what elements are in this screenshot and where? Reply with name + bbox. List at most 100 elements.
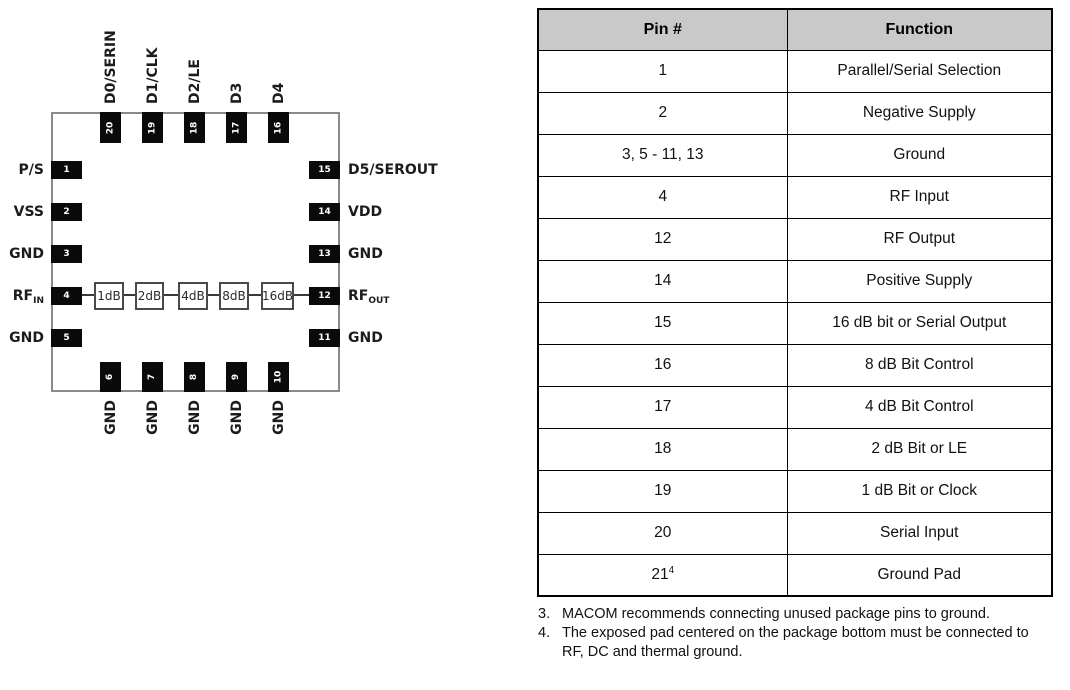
- pin-label-text: GND: [102, 400, 119, 435]
- pin-label-text: D2/LE: [186, 59, 203, 104]
- pin-16: 16: [268, 112, 289, 143]
- pin-number-cell: 14: [537, 259, 788, 303]
- pin-number-text: 14: [654, 272, 672, 289]
- column-header-function: Function: [786, 8, 1053, 51]
- pin-function-cell: RF Output: [786, 217, 1053, 261]
- pin-number-text: 17: [654, 398, 672, 415]
- pin-15: 15: [309, 161, 340, 179]
- pin-label-text: RF: [348, 288, 369, 304]
- pin-label-d5-serout: D5/SEROUT: [348, 161, 478, 179]
- pin-label-text: RF: [12, 288, 34, 304]
- pin-function-cell: 2 dB Bit or LE: [786, 427, 1053, 471]
- pin-7: 7: [142, 362, 163, 392]
- pin-13: 13: [309, 245, 340, 263]
- pin-label-text: VSS: [13, 204, 44, 220]
- pin-label-gnd: GND: [0, 329, 44, 347]
- pin-8: 8: [184, 362, 205, 392]
- pin-label-text: GND: [9, 330, 44, 346]
- footnote-text: MACOM recommends connecting unused packa…: [562, 606, 990, 622]
- table-row: 18 2 dB Bit or LE: [537, 427, 1053, 471]
- footnote-number: 3.: [538, 606, 551, 622]
- pin-number-cell: 16: [537, 343, 788, 387]
- pin-1: 1: [51, 161, 82, 179]
- pin-number: 12: [318, 291, 331, 301]
- pin-17: 17: [226, 112, 247, 143]
- footnote-text: The exposed pad centered on the package …: [562, 625, 1029, 661]
- pin-function-cell: Negative Supply: [786, 91, 1053, 135]
- pin-14: 14: [309, 203, 340, 221]
- pin-number-text: 3, 5 - 11, 13: [621, 146, 704, 163]
- pin-label-gnd-bottom: GND: [270, 400, 288, 540]
- pin-label-gnd-bottom: GND: [228, 400, 246, 540]
- footnote: 3. MACOM recommends connecting unused pac…: [538, 605, 1041, 624]
- pin-number-text: 21: [651, 565, 669, 583]
- pin-6: 6: [100, 362, 121, 392]
- pin-3: 3: [51, 245, 82, 263]
- pin-number-cell: 214: [537, 553, 788, 597]
- pin-number: 17: [231, 121, 242, 134]
- pin-number-cell: 3, 5 - 11, 13: [537, 133, 788, 177]
- pin-number: 5: [63, 333, 70, 343]
- pin-label-text: D0/SERIN: [102, 30, 119, 104]
- pin-9: 9: [226, 362, 247, 392]
- pin-label-d1-clk: D1/CLK: [144, 0, 162, 104]
- pin-label-gnd: GND: [0, 245, 44, 263]
- pin-function-cell: Parallel/Serial Selection: [786, 49, 1053, 93]
- pin-function-cell: 1 dB Bit or Clock: [786, 469, 1053, 513]
- pin-number: 18: [189, 121, 200, 134]
- pin-number-cell: 4: [537, 175, 788, 219]
- pin-label-text: GND: [228, 400, 245, 435]
- pin-label-text: P/S: [18, 162, 44, 178]
- pin-label-gnd-bottom: GND: [186, 400, 204, 540]
- column-header-pin-: Pin #: [537, 8, 788, 51]
- pin-label-gnd: GND: [348, 329, 478, 347]
- pin-number: 19: [147, 121, 158, 134]
- pin-function-cell: 4 dB Bit Control: [786, 385, 1053, 429]
- table-row: 17 4 dB Bit Control: [537, 385, 1053, 429]
- pin-label-vdd: VDD: [348, 203, 478, 221]
- pin-label-gnd-bottom: GND: [102, 400, 120, 540]
- pin-label-subscript: OUT: [368, 296, 390, 306]
- pin-20: 20: [100, 112, 121, 143]
- pin-label-text: GND: [9, 246, 44, 262]
- pin-number-text: 12: [654, 230, 672, 247]
- pin-label-d2-le: D2/LE: [186, 0, 204, 104]
- pin-number-text: 15: [654, 314, 672, 331]
- attenuator-2db: 2dB: [135, 282, 164, 310]
- pin-function-cell: Serial Input: [786, 511, 1053, 555]
- pin-number-cell: 1: [537, 49, 788, 93]
- pin-label-d3: D3: [228, 0, 246, 104]
- pin-12: 12: [309, 287, 340, 305]
- pin-number: 15: [318, 165, 331, 175]
- pin-number: 20: [105, 121, 116, 134]
- pin-10: 10: [268, 362, 289, 392]
- attenuator-8db: 8dB: [219, 282, 249, 310]
- pin-label-text: D4: [270, 82, 287, 104]
- pin-label-rf: RFIN: [0, 287, 44, 306]
- pin-19: 19: [142, 112, 163, 143]
- pin-number-text: 4: [658, 188, 668, 205]
- pin-number-cell: 20: [537, 511, 788, 555]
- pin-label-vss: VSS: [0, 203, 44, 221]
- pin-function-cell: 16 dB bit or Serial Output: [786, 301, 1053, 345]
- pin-number: 6: [105, 373, 116, 381]
- pin-label-gnd-bottom: GND: [144, 400, 162, 540]
- pin-number: 8: [189, 373, 200, 381]
- pin-number: 9: [231, 373, 242, 381]
- pin-number-text: 18: [654, 440, 672, 457]
- pin-label-d4: D4: [270, 0, 288, 104]
- pin-number: 11: [318, 333, 331, 343]
- pin-label-text: VDD: [348, 204, 383, 220]
- pin-label-text: D1/CLK: [144, 47, 161, 104]
- pin-4: 4: [51, 287, 82, 305]
- pin-number-text: 16: [654, 356, 672, 373]
